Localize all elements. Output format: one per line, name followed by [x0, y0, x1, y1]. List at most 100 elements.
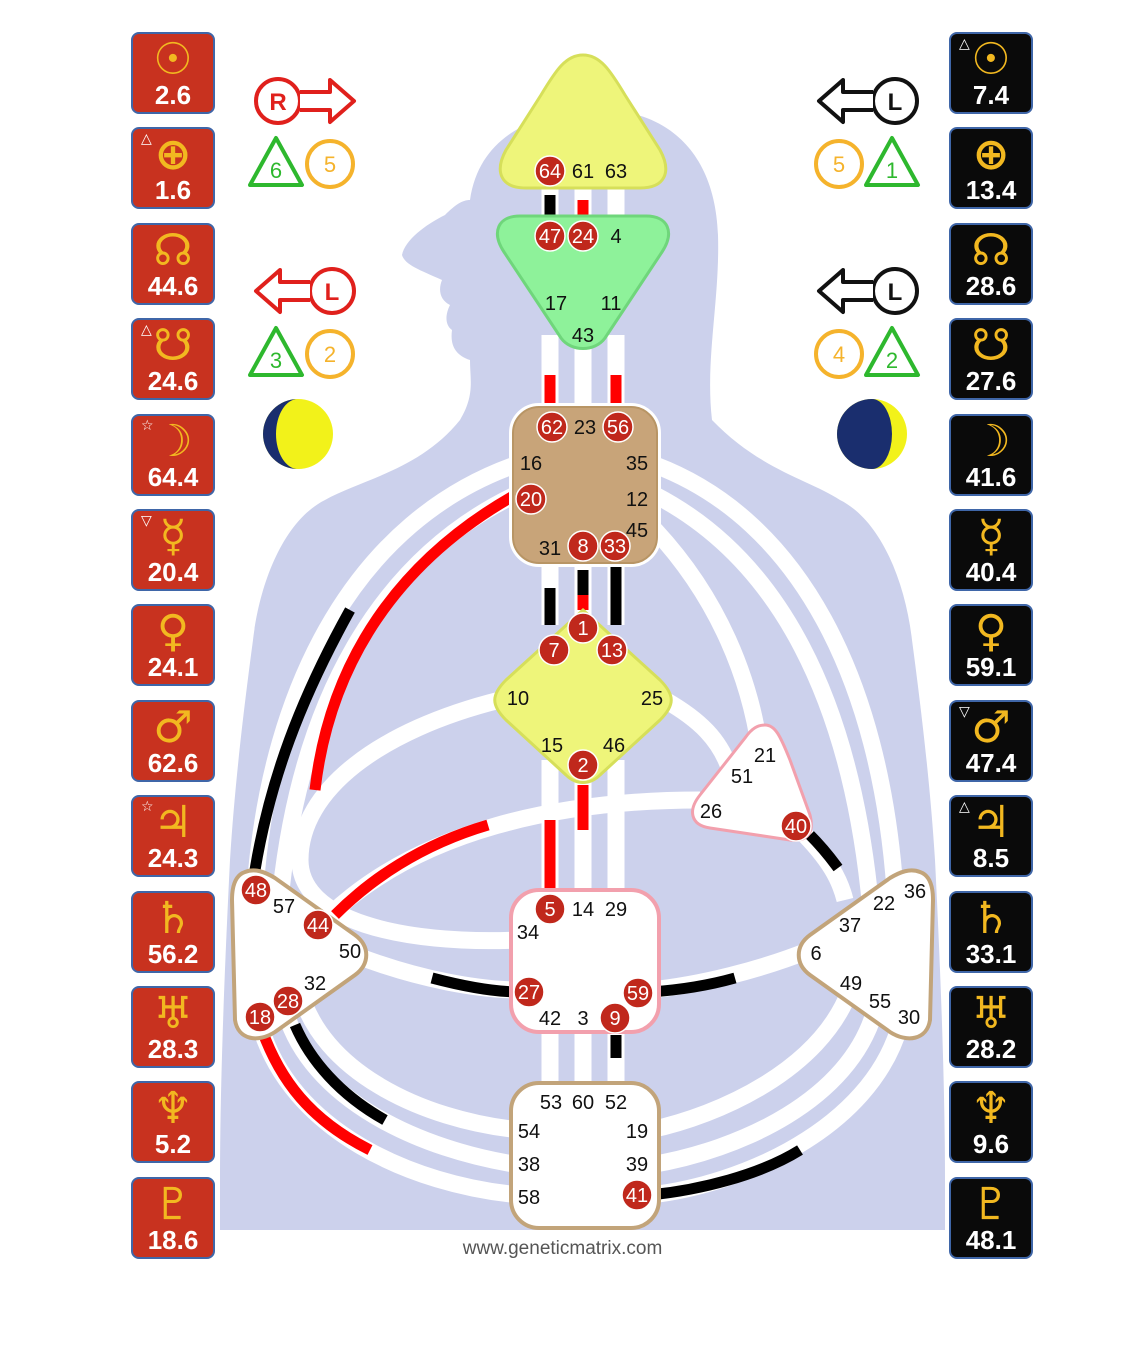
- design-planet-tile: ♇18.6: [131, 1176, 215, 1259]
- design-planet-tile: ♄56.2: [131, 890, 215, 973]
- personality-planet-tile: ♄33.1: [949, 890, 1033, 973]
- sun-icon: ☉: [153, 34, 193, 85]
- gate-16-label: 16: [520, 453, 542, 475]
- gate-15-label: 15: [541, 735, 563, 757]
- spleen-center: [229, 868, 369, 1041]
- personality-top-triangle-value: 1: [886, 158, 898, 183]
- gate-46-label: 46: [603, 735, 625, 757]
- personality-bottom-arrow-letter: L: [888, 279, 903, 306]
- pluto-icon: ♇: [971, 1178, 1011, 1230]
- personality-top-triangle: 1: [864, 136, 920, 187]
- active-gate-marker: [599, 1002, 631, 1034]
- south-node-icon: ☋: [971, 320, 1011, 372]
- planet-gate-value: 41.6: [965, 461, 1017, 492]
- gate-17-label: 17: [545, 293, 567, 315]
- personality-variables: L 5 1 L 4 2: [814, 77, 920, 469]
- active-gate-marker: [567, 530, 599, 562]
- gate-53-label: 53: [540, 1092, 562, 1114]
- active-gate-marker: [272, 985, 304, 1017]
- design-top-triangle: 6: [248, 136, 304, 187]
- gate-7-label: 7: [548, 640, 559, 662]
- channel-32-54: [291, 987, 521, 1139]
- gate-56-label: 56: [607, 417, 629, 439]
- gate-6-label: 6: [810, 943, 821, 965]
- fixing-mark-icon: ▽: [959, 703, 970, 720]
- gate-13-label: 13: [601, 640, 623, 662]
- active-gate-marker: [596, 634, 628, 666]
- gate-36-label: 36: [904, 881, 926, 903]
- channel-10-57-ellipse: [291, 691, 521, 950]
- active-gate-marker: [567, 220, 599, 252]
- planet-gate-value: 64.4: [147, 461, 199, 492]
- fixing-mark-icon: ▽: [141, 512, 152, 529]
- solar-plexus-center: [796, 868, 936, 1041]
- active-gate-marker: [567, 612, 599, 644]
- activation-48-black: [249, 607, 355, 871]
- head-center: [498, 53, 668, 190]
- website-credit: www.geneticmatrix.com: [462, 1238, 663, 1259]
- planet-gate-value: 47.4: [965, 747, 1017, 778]
- design-moon-phase-icon: [263, 399, 333, 469]
- design-top-circle-value: 5: [324, 152, 336, 177]
- design-planet-tile: ♀24.1: [131, 604, 215, 687]
- design-top-circle: 5: [305, 139, 355, 189]
- fixing-mark-icon: △: [141, 131, 152, 148]
- gate-34-label: 34: [517, 922, 539, 944]
- gate-61-label: 61: [572, 161, 594, 183]
- design-planet-tile: ☆☽64.4: [131, 413, 215, 496]
- gate-10-label: 10: [507, 688, 529, 710]
- design-bottom-arrow-letter: L: [325, 279, 340, 306]
- planet-gate-value: 24.3: [147, 843, 199, 874]
- personality-planet-tile: ♇48.1: [949, 1176, 1033, 1259]
- activation-18-red: [256, 1028, 373, 1155]
- gate-3-label: 3: [577, 1008, 588, 1030]
- design-planet-tile: ☉2.6: [131, 32, 215, 114]
- gate-35-label: 35: [626, 453, 648, 475]
- gate-41-label: 41: [626, 1185, 648, 1207]
- gate-27-label: 27: [518, 982, 540, 1004]
- personality-bottom-arrow: L: [817, 267, 919, 315]
- gate-62-label: 62: [541, 417, 563, 439]
- fixing-mark-icon: △: [959, 36, 970, 52]
- planet-gate-value: 56.2: [147, 938, 199, 969]
- gate-40-label: 40: [785, 816, 807, 838]
- gate-14-label: 14: [572, 899, 594, 921]
- personality-bottom-circle-value: 4: [833, 342, 845, 367]
- gate-30-label: 30: [898, 1007, 920, 1029]
- active-gate-marker: [602, 411, 634, 443]
- personality-bottom-circle: 4: [814, 329, 864, 379]
- uranus-icon: ♅: [153, 987, 193, 1039]
- sun-icon: ☉: [971, 34, 1011, 85]
- channel-55-39: [648, 1007, 884, 1174]
- active-gate-marker: [599, 530, 631, 562]
- gate-42-label: 42: [539, 1008, 561, 1030]
- gate-50-label: 50: [339, 941, 361, 963]
- gate-63-label: 63: [605, 161, 627, 183]
- active-gate-marker: [513, 976, 545, 1008]
- personality-bottom-triangle-value: 2: [886, 348, 898, 373]
- activation-44-red: [331, 819, 490, 919]
- design-planet-tile: ▽☿20.4: [131, 508, 215, 591]
- gate-43-label: 43: [572, 325, 594, 347]
- gate-24-label: 24: [572, 226, 594, 248]
- gate-38-label: 38: [518, 1154, 540, 1176]
- gate-26-label: 26: [700, 801, 722, 823]
- gate-22-label: 22: [873, 893, 895, 915]
- design-planet-tile: △⊕1.6: [131, 127, 215, 210]
- design-planet-tile: ♅28.3: [131, 985, 215, 1068]
- saturn-icon: ♄: [153, 892, 193, 944]
- active-gate-marker: [780, 810, 812, 842]
- planet-gate-value: 28.2: [965, 1033, 1017, 1064]
- venus-icon: ♀: [156, 606, 190, 658]
- planet-gate-value: 40.4: [965, 556, 1017, 587]
- gate-64-label: 64: [539, 161, 561, 183]
- channel-45-21: [648, 524, 769, 752]
- planet-gate-value: 44.6: [147, 270, 199, 301]
- planet-gate-value: 9.6: [972, 1129, 1010, 1160]
- personality-planet-column: △☉7.4⊕13.4☊28.6☋27.6☽41.6☿40.4♀59.1▽♂47.…: [949, 32, 1037, 1272]
- design-planet-tile: ☆♃24.3: [131, 795, 215, 878]
- uranus-icon: ♅: [971, 987, 1011, 1039]
- channel-35-36: [651, 457, 904, 891]
